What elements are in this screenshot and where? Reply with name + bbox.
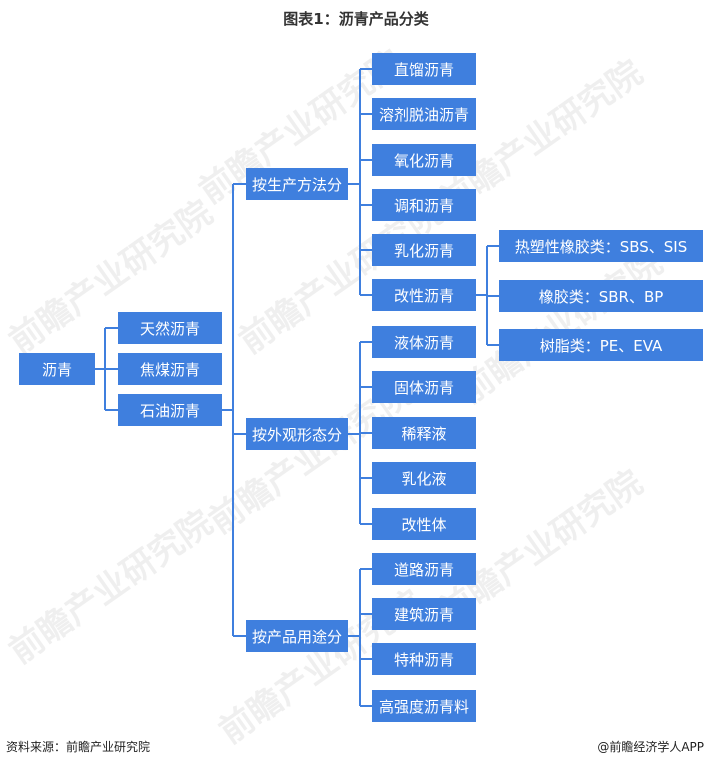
node-appearance-item: 液体沥青: [372, 326, 476, 358]
node-production-item: 直馏沥青: [372, 53, 476, 85]
node-usage-item: 建筑沥青: [372, 598, 476, 630]
node-usage-item: 高强度沥青料: [372, 690, 476, 722]
node-by-production-method: 按生产方法分: [246, 168, 348, 200]
node-natural-asphalt: 天然沥青: [118, 312, 222, 344]
source-note: 资料来源：前瞻产业研究院: [6, 740, 151, 754]
node-production-item: 溶剂脱油沥青: [372, 98, 476, 130]
node-petroleum-asphalt: 石油沥青: [118, 394, 222, 426]
node-appearance-item: 改性体: [372, 508, 476, 540]
node-modified-type: 橡胶类：SBR、BP: [499, 280, 703, 312]
node-modified-type: 热塑性橡胶类：SBS、SIS: [499, 230, 703, 262]
node-root: 沥青: [19, 353, 95, 385]
node-production-item: 乳化沥青: [372, 234, 476, 266]
node-by-appearance: 按外观形态分: [246, 418, 348, 450]
brand-note: @前瞻经济学人APP: [597, 740, 704, 754]
node-modified-type: 树脂类：PE、EVA: [499, 329, 703, 361]
node-production-item: 改性沥青: [372, 279, 476, 311]
node-production-item: 调和沥青: [372, 189, 476, 221]
node-production-item: 氧化沥青: [372, 144, 476, 176]
node-coal-tar-asphalt: 焦煤沥青: [118, 353, 222, 385]
node-appearance-item: 稀释液: [372, 417, 476, 449]
node-usage-item: 道路沥青: [372, 553, 476, 585]
node-appearance-item: 固体沥青: [372, 371, 476, 403]
node-by-usage: 按产品用途分: [246, 620, 348, 652]
node-usage-item: 特种沥青: [372, 643, 476, 675]
node-appearance-item: 乳化液: [372, 462, 476, 494]
chart-title: 图表1：沥青产品分类: [283, 10, 429, 28]
